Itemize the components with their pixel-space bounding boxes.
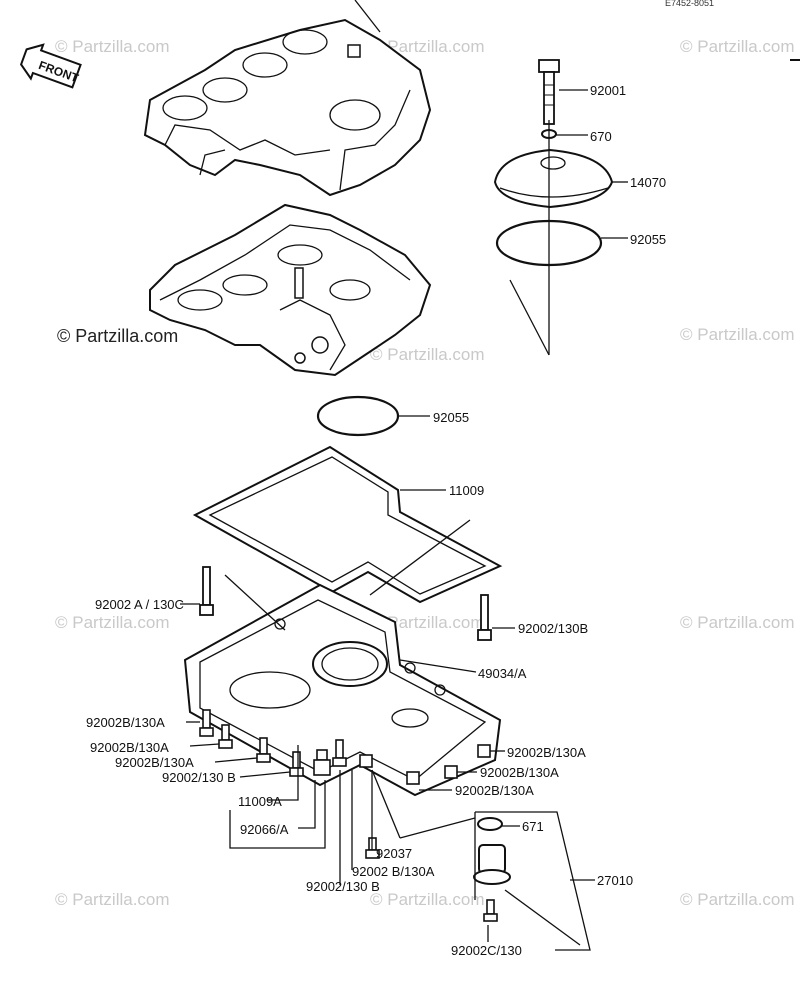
bolt-92002a: [199, 566, 214, 616]
o-ring-671: [477, 817, 503, 831]
watermark-main: © Partzilla.com: [57, 326, 178, 346]
part-label-92002b-130a: 92002B/130A: [507, 745, 586, 760]
bracket-line: [475, 811, 591, 951]
part-label-92066a: 92066/A: [240, 822, 289, 837]
part-label-27010: 27010: [597, 873, 633, 888]
oil-switch-27010: [473, 844, 581, 946]
watermark: © Partzilla.com: [370, 613, 485, 632]
assembly-line: [399, 817, 476, 839]
assembly-line: [371, 769, 401, 839]
part-label-92055-top: 92055: [630, 232, 666, 247]
watermark: © Partzilla.com: [680, 613, 795, 632]
leader-line: [214, 757, 258, 763]
part-label-92002-130b-right: 92002/130B: [518, 621, 588, 636]
diagram-code: E7452-8051: [665, 0, 714, 8]
watermark: © Partzilla.com: [55, 890, 170, 909]
part-label-92002a-130c: 92002 A / 130C: [95, 597, 184, 612]
part-label-670: 670: [590, 129, 612, 144]
o-ring-92055-mid: [316, 395, 400, 437]
watermark-layer: © Partzilla.com © Partzilla.com © Partzi…: [55, 37, 795, 909]
watermark: © Partzilla.com: [370, 890, 485, 909]
leader-line: [239, 771, 291, 778]
part-label-49034a: 49034/A: [478, 666, 527, 681]
part-label-671: 671: [522, 819, 544, 834]
part-label-92037: 92037: [376, 846, 412, 861]
assembly-line: [224, 574, 286, 631]
upper-crankcase: [143, 18, 432, 197]
bolt-92002-right: [477, 594, 492, 641]
assembly-line: [509, 279, 550, 356]
part-label-92002b-130a: 92002B/130A: [86, 715, 165, 730]
leader-line: [399, 659, 477, 673]
part-label-92055-mid: 92055: [433, 410, 469, 425]
cover-14070: [493, 148, 614, 209]
bracket-line: [229, 780, 326, 849]
watermark: © Partzilla.com: [55, 613, 170, 632]
front-arrow-icon: FRONT: [19, 43, 82, 89]
gasket-11009: [192, 445, 503, 604]
watermark: © Partzilla.com: [55, 37, 170, 56]
part-label-92002-130b: 92002/130 B: [162, 770, 236, 785]
leader-line: [354, 0, 381, 33]
leader-line: [298, 780, 316, 829]
part-label-92002-130b-bottom: 92002/130 B: [306, 879, 380, 894]
part-label-11009a: 11009A: [238, 794, 282, 809]
bolt-group-right: [406, 744, 491, 785]
watermark: © Partzilla.com: [680, 325, 795, 344]
part-label-92002b-130a: 92002B/130A: [480, 765, 559, 780]
lower-crankcase: [149, 203, 432, 377]
part-label-92002b-130a: 92002B/130A: [90, 740, 169, 755]
watermark: © Partzilla.com: [680, 890, 795, 909]
watermark: © Partzilla.com: [370, 37, 485, 56]
part-label-92002b-130a: 92002B/130A: [455, 783, 534, 798]
watermark: © Partzilla.com: [680, 37, 795, 56]
part-label-92001: 92001: [590, 83, 626, 98]
part-label-14070: 14070: [630, 175, 666, 190]
leader-line: [189, 743, 220, 747]
part-label-92002c-130: 92002C/130: [451, 943, 522, 958]
watermark: © Partzilla.com: [370, 345, 485, 364]
part-label-11009: 11009: [449, 483, 484, 498]
leader-line: [267, 745, 299, 801]
bolt-92001: [538, 59, 560, 125]
part-label-92002b-130a: 92002B/130A: [115, 755, 194, 770]
assembly-line: [369, 519, 471, 596]
part-label-92002b-130a-bottom: 92002 B/130A: [352, 864, 435, 879]
